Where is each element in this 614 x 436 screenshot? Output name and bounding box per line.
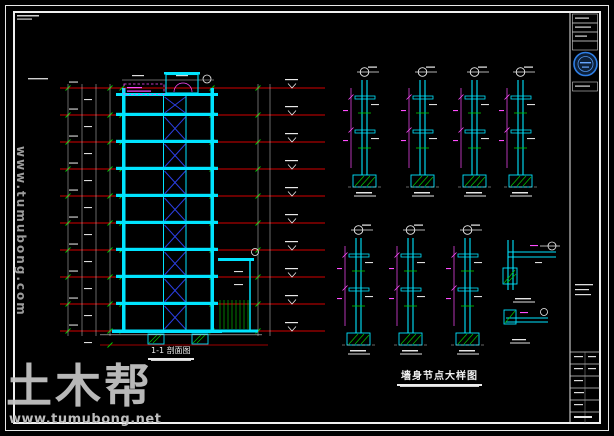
wall-detail-5 bbox=[336, 223, 377, 355]
section-label: 1-1 剖面图 bbox=[148, 345, 194, 360]
dimension-chains bbox=[67, 75, 271, 336]
wall-detail-4 bbox=[498, 65, 539, 197]
corner-note bbox=[17, 15, 48, 80]
level-lines bbox=[59, 78, 326, 348]
foundation bbox=[147, 333, 209, 345]
watermark-brand: 土木帮 bbox=[6, 359, 153, 413]
watermark-side-url: www.tumubong.com bbox=[14, 146, 28, 317]
wall-detail-9 bbox=[503, 308, 548, 344]
roof-bulkhead bbox=[164, 72, 212, 94]
wall-detail-2 bbox=[400, 65, 441, 197]
building-section bbox=[100, 88, 262, 336]
wall-detail-7 bbox=[445, 223, 486, 355]
sheet-border bbox=[5, 5, 609, 431]
wall-detail-6 bbox=[388, 223, 429, 355]
watermark-url: www.tumubong.net bbox=[9, 412, 162, 427]
blue-stamp-icon bbox=[573, 51, 598, 77]
entrance-porch bbox=[216, 248, 259, 333]
wall-detail-1 bbox=[342, 65, 383, 197]
details-sheet-title: 墙身节点大样图 bbox=[397, 367, 482, 386]
note-box bbox=[123, 83, 165, 95]
title-block bbox=[570, 13, 600, 423]
wall-detail-8 bbox=[502, 240, 560, 303]
wall-detail-3 bbox=[452, 65, 493, 197]
